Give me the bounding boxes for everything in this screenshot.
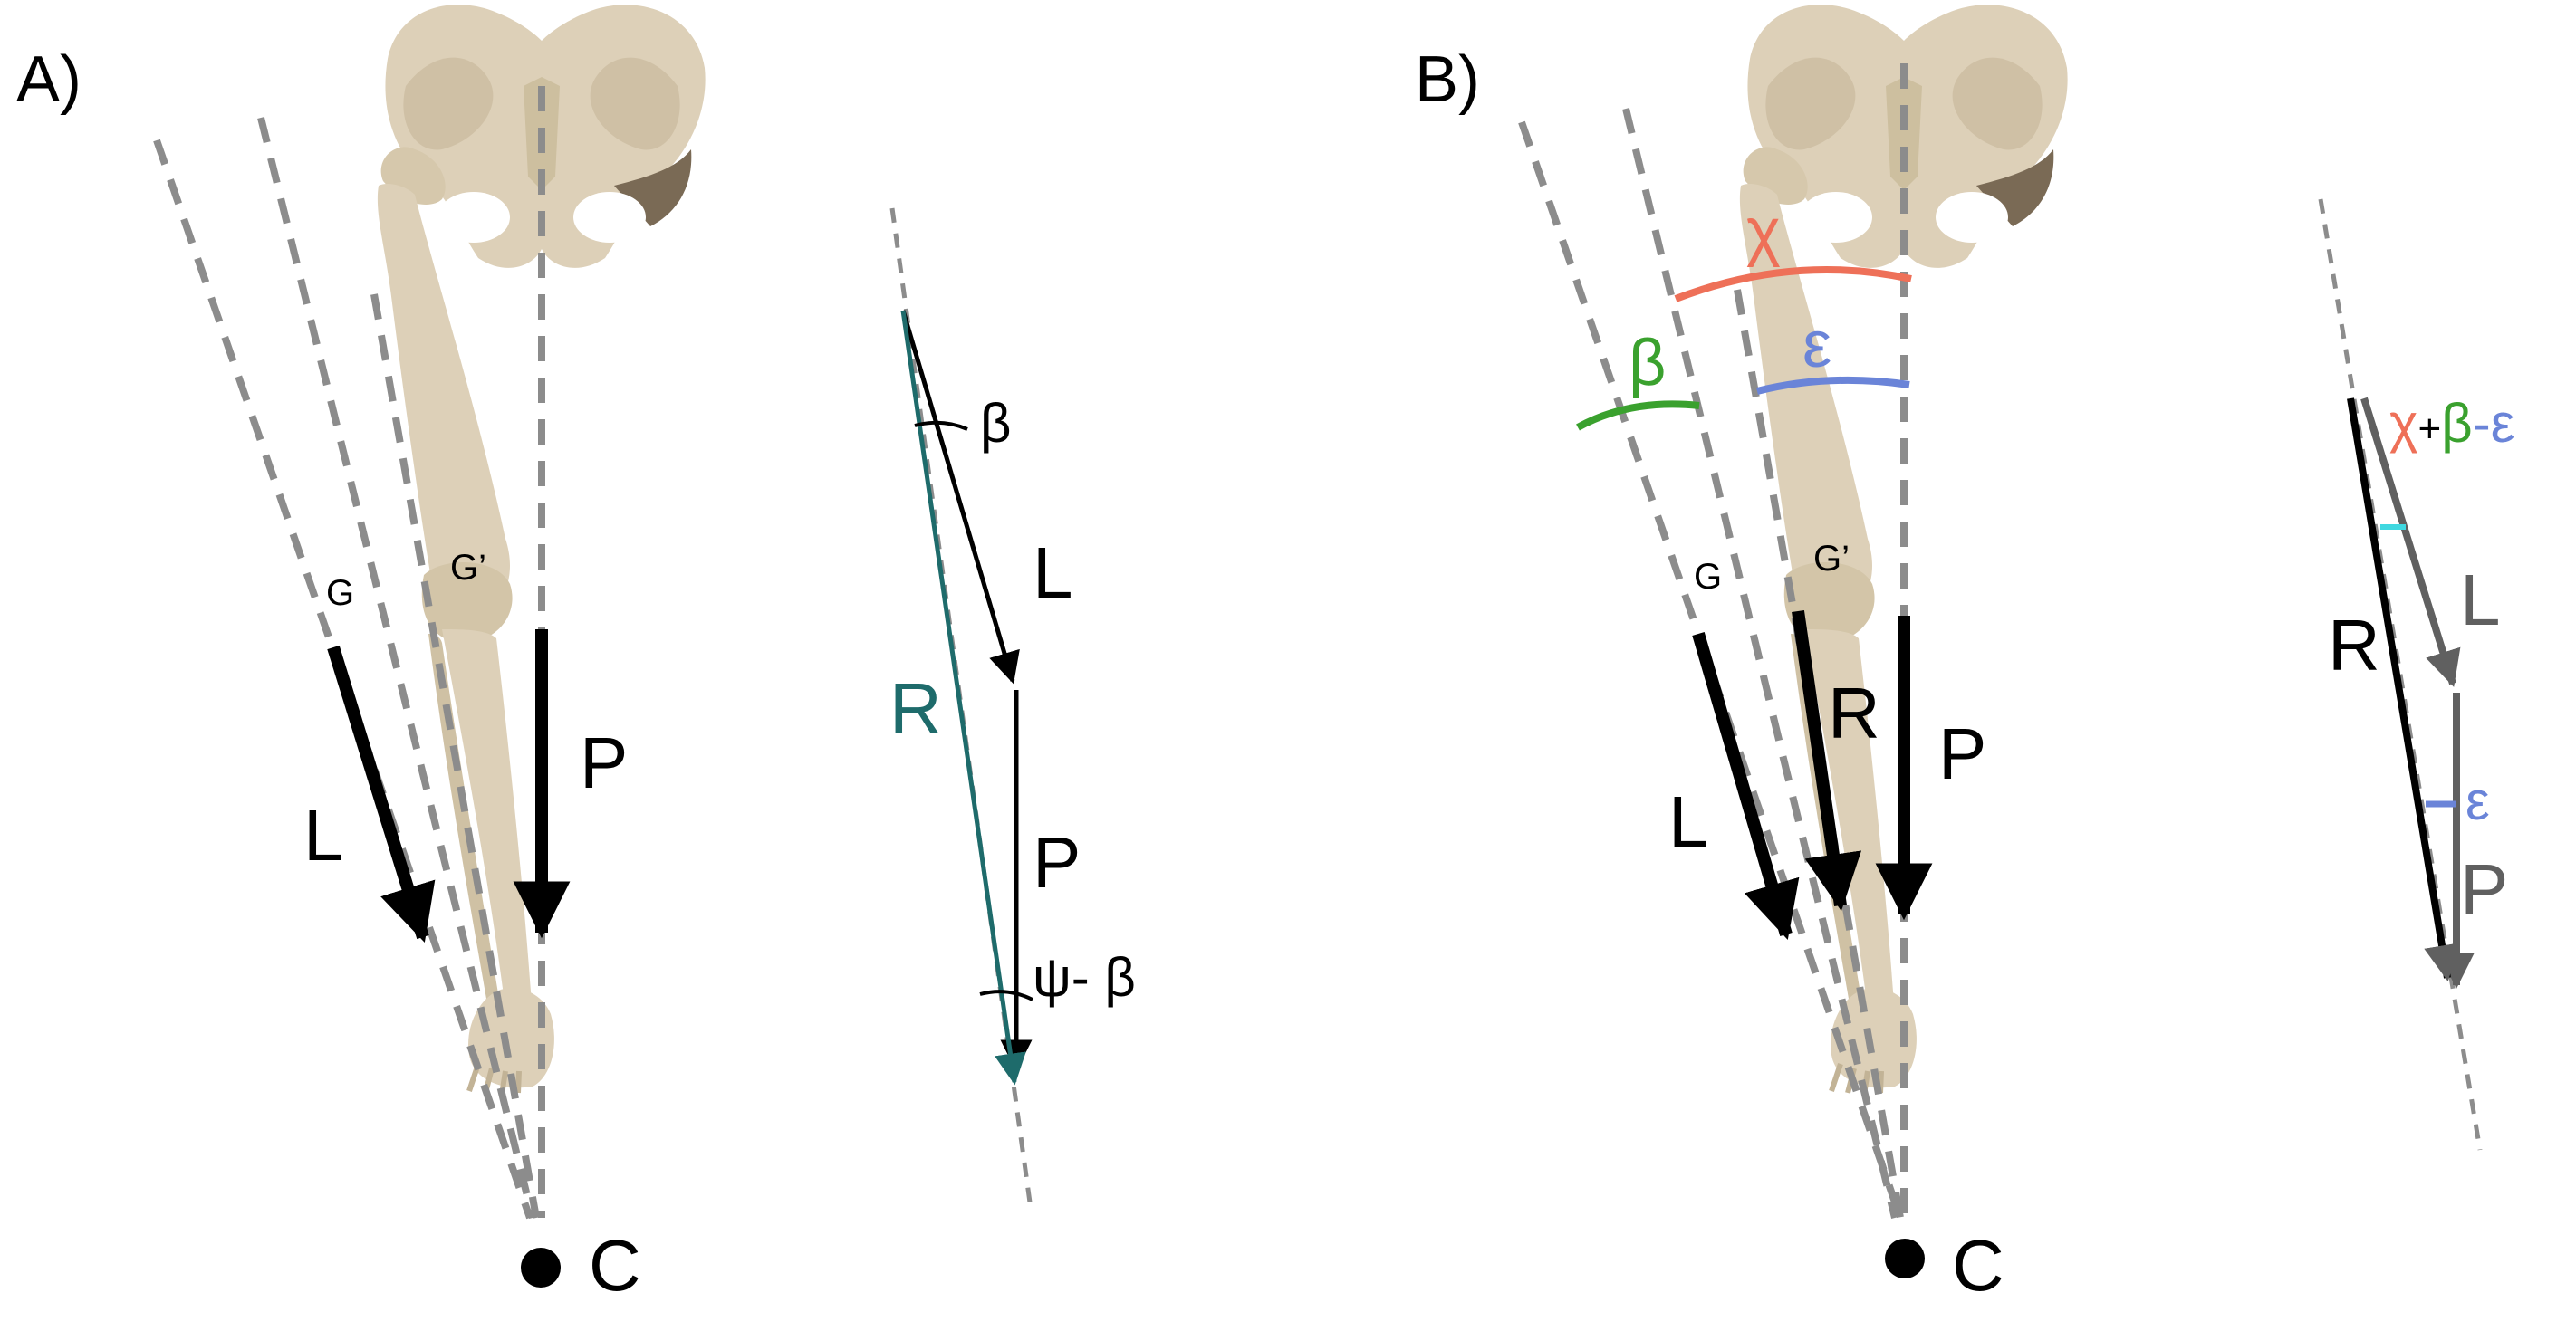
p-vector-label-b: P [1938, 713, 1986, 794]
g-line-a [257, 117, 536, 1219]
triangle-a-r-vector [900, 310, 1026, 1086]
triangle-b-chi: χ [2389, 393, 2418, 454]
triangle-b-epsilon-label: ε [2465, 771, 2490, 831]
g-prime-line-a [370, 293, 540, 1219]
triangle-a-psi-beta-label: ψ- β [1033, 947, 1136, 1008]
l-vector-a [327, 645, 436, 943]
triangle-b-minus: - [2473, 393, 2491, 454]
outer-line-a [153, 139, 533, 1220]
l-vector-b [1692, 632, 1800, 941]
panel-b-label: B) [1415, 43, 1480, 116]
triangle-b-beta: β [2441, 393, 2473, 454]
psi-beta-angle-arc-a [979, 990, 1033, 1001]
triangle-b-r-label: R [2328, 605, 2380, 685]
force-triangle-a: β L R P ψ- β [889, 207, 1136, 1210]
triangle-b-l-vector [2360, 397, 2461, 687]
triangle-b-l-label: L [2460, 560, 2501, 640]
contact-point-a [521, 1248, 561, 1288]
chi-angle-arc [1674, 265, 1912, 302]
triangle-b-p-label: P [2460, 849, 2508, 930]
beta-angle-label: β [1629, 327, 1666, 399]
contact-point-b [1885, 1239, 1925, 1278]
triangle-b-epsilon: ε [2491, 393, 2515, 454]
r-vector-label-b: R [1828, 673, 1880, 753]
epsilon-angle-arc [1756, 376, 1910, 395]
g-prime-label-a: G’ [450, 548, 486, 588]
panel-a-label: A) [16, 43, 82, 116]
beta-angle-arc [1576, 400, 1700, 431]
contact-point-label-b: C [1952, 1225, 2004, 1306]
outer-line-b [1518, 120, 1904, 1220]
panel-a: A) G G’ L P C β L R P [16, 5, 1136, 1306]
g-line-b [1622, 108, 1898, 1219]
g-label-b: G [1694, 557, 1722, 597]
triangle-a-beta-label: β [980, 393, 1012, 454]
force-triangle-b: χ+β-ε L R ε P [2318, 198, 2514, 1151]
p-vector-label-a: P [580, 723, 628, 803]
panel-b: B) χ β ε G G’ L R P C [1415, 5, 2514, 1306]
triangle-b-r-vector [2347, 397, 2460, 981]
triangle-a-r-label: R [889, 668, 942, 749]
chi-angle-label: χ [1746, 196, 1781, 268]
triangle-a-l-vector [900, 310, 1020, 685]
g-label-a: G [326, 573, 354, 613]
triangle-b-expression: χ+β-ε [2389, 393, 2514, 454]
g-prime-label-b: G’ [1813, 539, 1850, 579]
triangle-b-plus: + [2418, 407, 2442, 451]
l-vector-label-b: L [1668, 781, 1709, 862]
contact-point-label-a: C [589, 1225, 641, 1306]
beta-angle-arc-a [914, 420, 968, 431]
epsilon-angle-label: ε [1802, 309, 1831, 381]
l-vector-label-a: L [303, 795, 344, 876]
triangle-a-p-label: P [1033, 822, 1081, 903]
r-vector-b [1792, 609, 1862, 912]
triangle-a-l-label: L [1033, 532, 1073, 613]
